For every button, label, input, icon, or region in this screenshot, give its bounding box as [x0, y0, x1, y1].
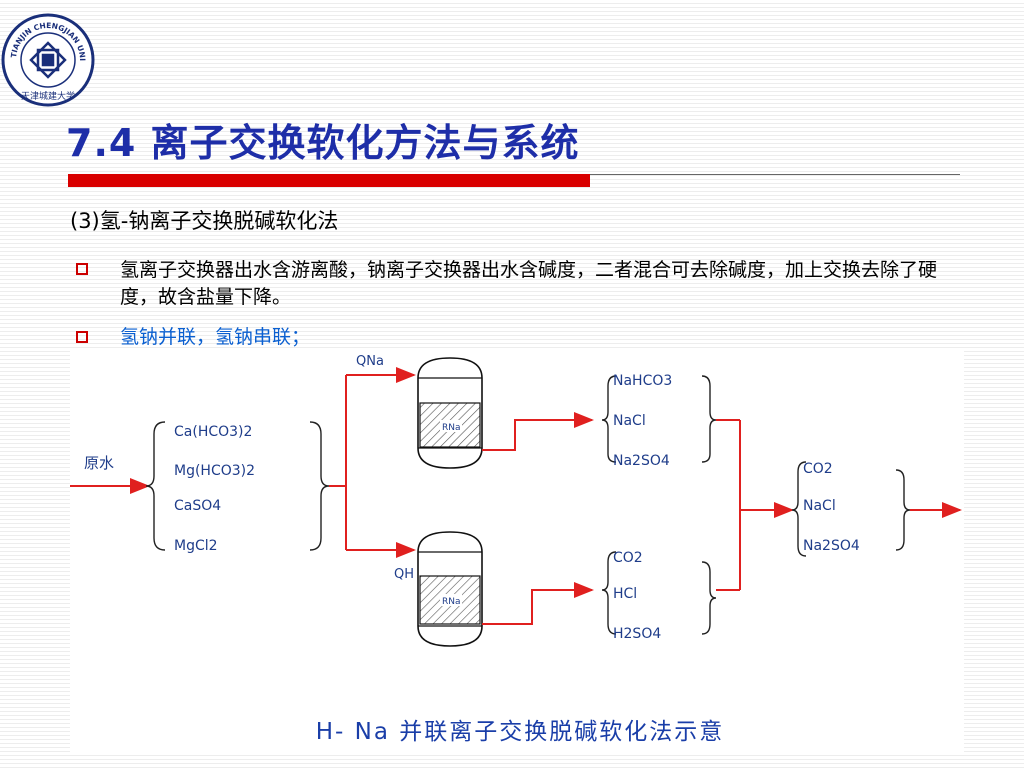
- h-out-brace-left: [601, 551, 617, 635]
- mix-out-brace-left: [791, 461, 807, 557]
- input-species-4: MgCl2: [174, 538, 218, 554]
- process-diagram: 原水 Ca(HCO3)2 Mg(HCO3)2 CaSO4 MgCl2 QNa Q…: [70, 350, 964, 754]
- h-out-species-2: HCl: [613, 586, 637, 602]
- bullet-square-icon: [76, 331, 88, 343]
- input-species-1: Ca(HCO3)2: [174, 424, 252, 440]
- diagram-caption: H- Na 并联离子交换脱碱软化法示意: [315, 719, 725, 745]
- input-brace-left: [145, 421, 166, 551]
- h-exchanger-vessel: [417, 531, 483, 647]
- section-subtitle: (3)氢-钠离子交换脱碱软化法: [70, 209, 339, 233]
- na-out-species-2: NaCl: [613, 413, 646, 429]
- h-out-brace-right: [701, 561, 717, 635]
- na-exchanger-vessel: [417, 357, 483, 469]
- flow-na-label: QNa: [356, 354, 384, 369]
- logo-emblem: [29, 41, 67, 79]
- h-out-species-3: H2SO4: [613, 626, 661, 642]
- logo-chinese-name: 天津城建大学: [21, 90, 75, 102]
- resin-na-label: RNa: [442, 423, 461, 433]
- mix-out-species-2: NaCl: [803, 498, 836, 514]
- na-outlet-pipe: [482, 412, 594, 451]
- mix-out-species-3: Na2SO4: [803, 538, 860, 554]
- university-logo: TIANJIN CHENGJIAN UNIVERSITY 天津城建大学: [0, 0, 95, 128]
- h-out-species-1: CO2: [613, 550, 643, 566]
- na-out-species-1: NaHCO3: [613, 373, 672, 389]
- h-outlet-pipe: [482, 582, 594, 625]
- flow-h-label: QH: [394, 567, 414, 582]
- bullet-text-2: 氢钠并联，氢钠串联；: [120, 326, 311, 348]
- na-out-brace-left: [601, 375, 617, 463]
- mix-out-brace-right: [895, 469, 911, 551]
- mix-out-species-1: CO2: [803, 461, 833, 477]
- raw-water-label: 原水: [84, 454, 114, 472]
- bullet-square-icon: [76, 263, 88, 275]
- na-out-brace-right: [701, 375, 717, 463]
- page-title: 7.4 离子交换软化方法与系统: [66, 121, 580, 165]
- bullet-text-1: 氢离子交换器出水含游离酸，钠离子交换器出水含碱度，二者混合可去除碱度，加上交换去…: [120, 259, 938, 308]
- input-species-2: Mg(HCO3)2: [174, 463, 255, 479]
- input-species-3: CaSO4: [174, 498, 221, 514]
- na-out-species-3: Na2SO4: [613, 453, 670, 469]
- title-accent-bar: [68, 174, 590, 187]
- resin-h-label: RNa: [442, 597, 461, 607]
- input-brace-right: [309, 421, 330, 551]
